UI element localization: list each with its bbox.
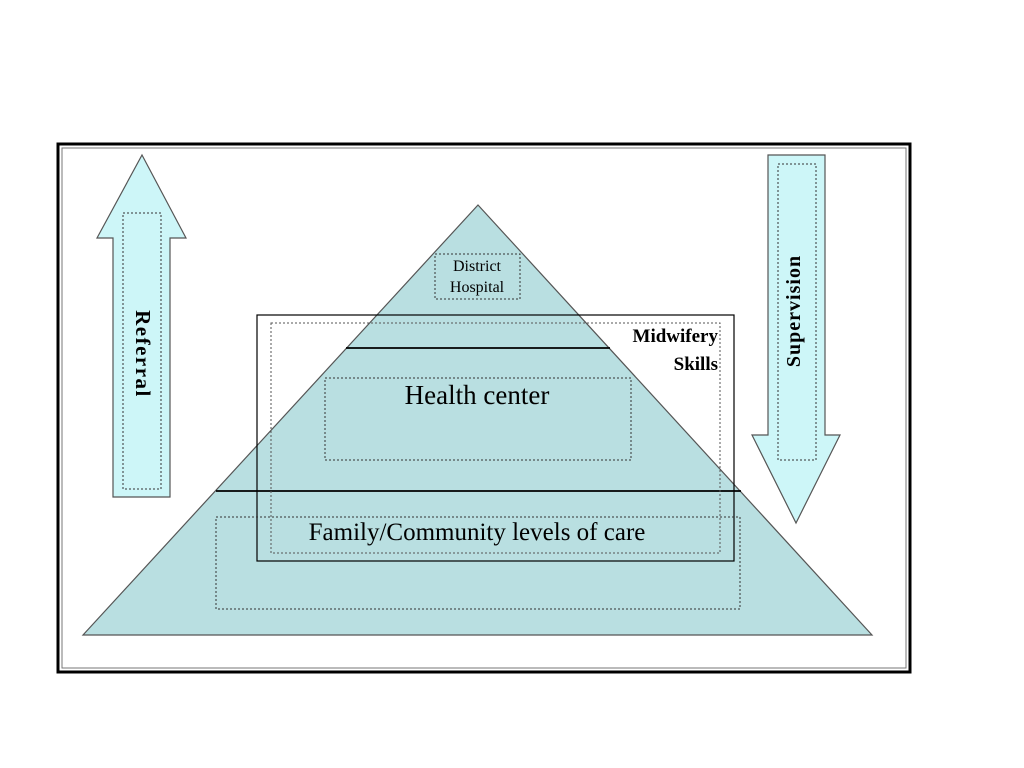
health-center-box <box>324 377 632 461</box>
supervision-arrow-inner-box <box>777 163 817 461</box>
family-community-label: Family/Community levels of care <box>309 519 646 546</box>
family-community-box <box>215 516 741 610</box>
health-center-label: Health center <box>405 380 550 410</box>
supervision-arrow <box>751 154 841 525</box>
midwifery-skills-box <box>256 314 735 562</box>
diagram-frame-inner <box>61 147 907 669</box>
referral-arrow-inner-box <box>122 212 162 490</box>
referral-label: Referral <box>131 310 155 398</box>
district-hospital-label-line1: District <box>453 258 502 275</box>
supervision-label: Supervision <box>783 255 805 367</box>
midwifery-skills-label-line1: Midwifery <box>633 326 719 347</box>
midwifery-skills-inner-box <box>270 322 721 554</box>
care-pyramid <box>81 204 874 636</box>
district-hospital-box <box>434 253 521 300</box>
referral-arrow <box>95 153 187 498</box>
midwifery-skills-label-line2: Skills <box>674 354 718 375</box>
district-hospital-label-line2: Hospital <box>450 279 505 296</box>
